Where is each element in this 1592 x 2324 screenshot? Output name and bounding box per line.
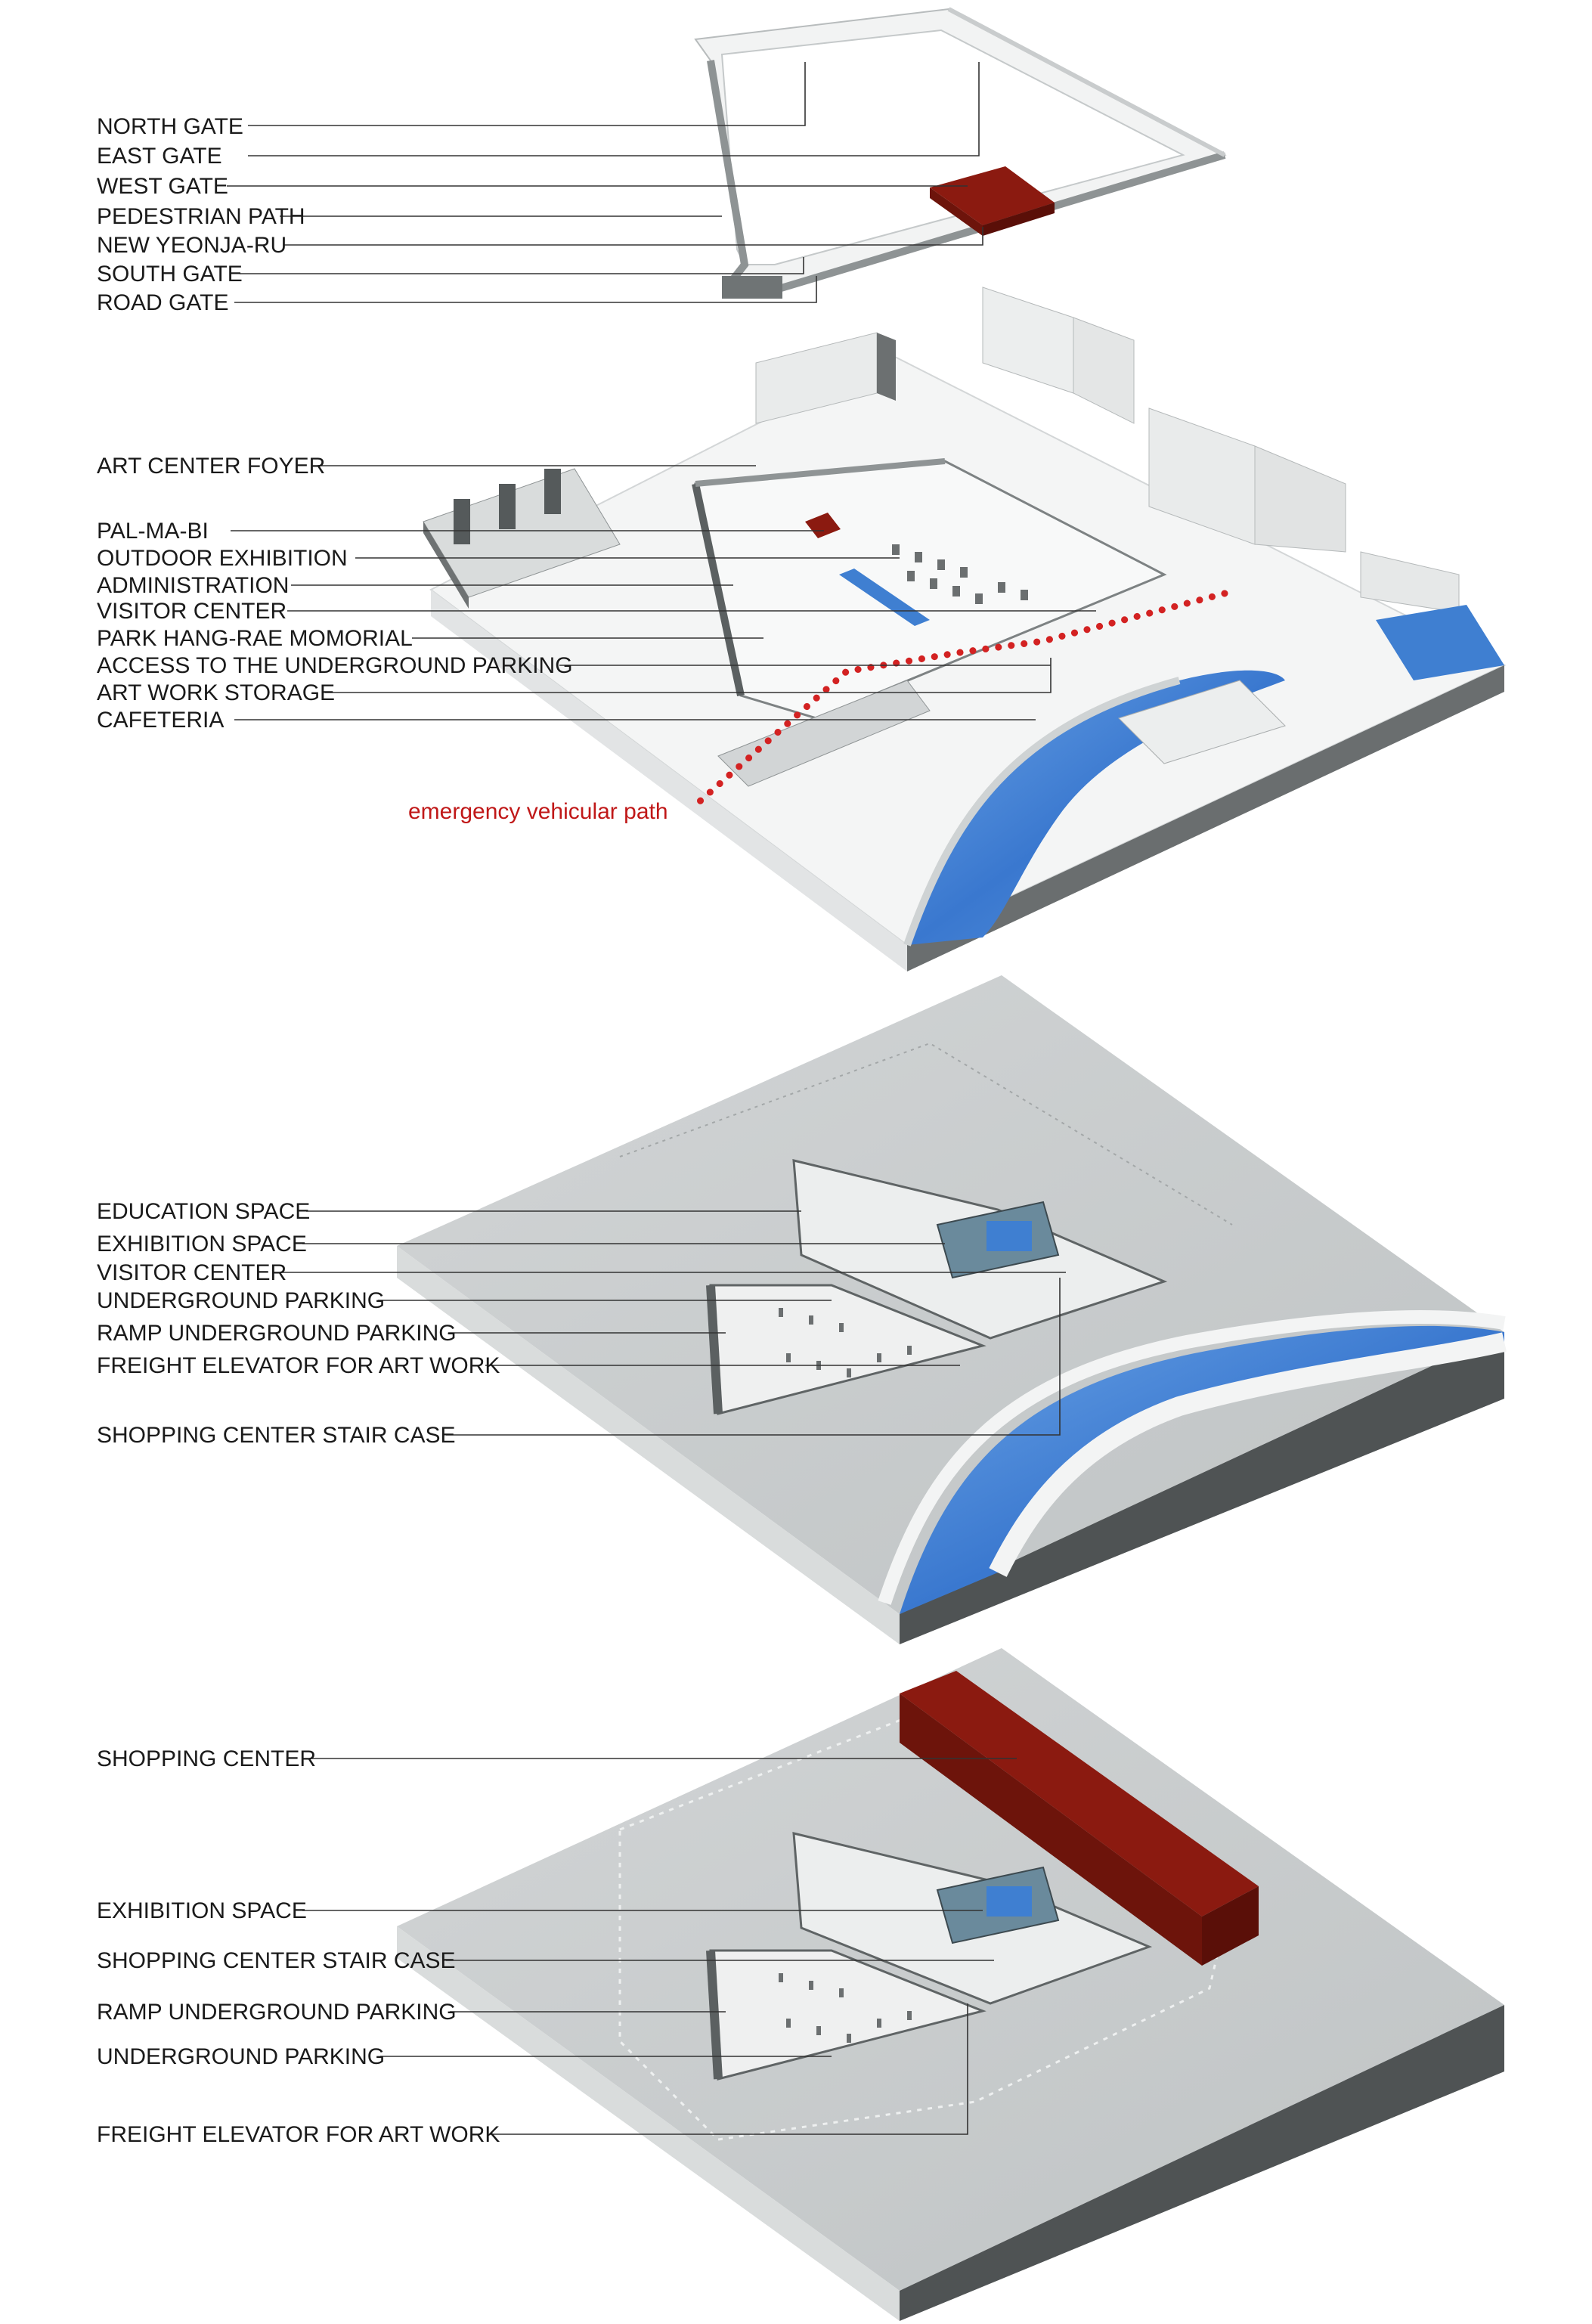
wall-layer	[694, 7, 1227, 299]
shopping-center-block	[900, 1671, 1259, 1917]
label-pedestrian-path: PEDESTRIAN PATH	[97, 204, 305, 229]
basement2-layer	[397, 1648, 1504, 2321]
label-underground-parking-b2: UNDERGROUND PARKING	[97, 2044, 385, 2069]
road-gate-block	[722, 276, 782, 299]
label-south-gate: SOUTH GATE	[97, 262, 243, 287]
label-access-underground-parking: ACCESS TO THE UNDERGROUND PARKING	[97, 653, 573, 678]
label-west-gate: WEST GATE	[97, 174, 228, 199]
wall-labels: NORTH GATE EAST GATE WEST GATE PEDESTRIA…	[97, 114, 305, 315]
label-art-center-foyer: ART CENTER FOYER	[97, 454, 325, 479]
basement2-labels: SHOPPING CENTER EXHIBITION SPACE SHOPPIN…	[97, 1746, 500, 2147]
label-north-gate: NORTH GATE	[97, 114, 243, 139]
ground-layer	[423, 287, 1507, 971]
ground-base-right	[907, 665, 1504, 971]
river	[907, 670, 1285, 945]
label-administration: ADMINISTRATION	[97, 573, 289, 598]
basement1-river	[900, 1325, 1504, 1614]
label-park-hang-rae-memorial: PARK HANG-RAE MOMORIAL	[97, 626, 413, 651]
basement1-slab-left-side	[397, 1246, 900, 1644]
basement2-slab-left-side	[397, 1926, 900, 2321]
label-east-gate: EAST GATE	[97, 144, 222, 169]
label-freight-elevator-b2: FREIGHT ELEVATOR FOR ART WORK	[97, 2122, 500, 2147]
label-outdoor-exhibition: OUTDOOR EXHIBITION	[97, 546, 348, 571]
label-art-work-storage: ART WORK STORAGE	[97, 680, 335, 705]
label-education-space: EDUCATION SPACE	[97, 1199, 310, 1224]
emergency-vehicular-path	[692, 590, 1228, 809]
label-cafeteria: CAFETERIA	[97, 708, 224, 733]
basement1-labels: EDUCATION SPACE EXHIBITION SPACE VISITOR…	[97, 1199, 500, 1448]
label-underground-parking-b1: UNDERGROUND PARKING	[97, 1288, 385, 1313]
ground-base-front	[431, 590, 907, 971]
leader-lines	[227, 62, 1096, 2135]
label-ramp-underground-parking-b1: RAMP UNDERGROUND PARKING	[97, 1321, 457, 1346]
label-emergency-vehicular-path: emergency vehicular path	[408, 799, 668, 824]
ground-labels: ART CENTER FOYER PAL-MA-BI OUTDOOR EXHIB…	[97, 454, 668, 824]
pal-ma-bi-pavilion	[805, 513, 841, 538]
label-freight-elevator-b1: FREIGHT ELEVATOR FOR ART WORK	[97, 1353, 500, 1378]
label-visitor-center: VISITOR CENTER	[97, 599, 286, 624]
basement1-slab-right-side	[900, 1332, 1504, 1644]
label-road-gate: ROAD GATE	[97, 290, 228, 315]
label-shopping-center: SHOPPING CENTER	[97, 1746, 316, 1771]
label-shopping-center-stair-case-b1: SHOPPING CENTER STAIR CASE	[97, 1423, 456, 1448]
label-exhibition-space-b1: EXHIBITION SPACE	[97, 1232, 307, 1257]
west-gate-pavilion	[930, 166, 1055, 225]
label-ramp-underground-parking-b2: RAMP UNDERGROUND PARKING	[97, 2000, 457, 2025]
label-pal-ma-bi: PAL-MA-BI	[97, 519, 209, 544]
fortress-wall-inner-void	[720, 29, 1185, 265]
label-visitor-center-b1: VISITOR CENTER	[97, 1260, 286, 1285]
label-exhibition-space-b2: EXHIBITION SPACE	[97, 1898, 307, 1923]
label-shopping-center-stair-case-b2: SHOPPING CENTER STAIR CASE	[97, 1948, 456, 1973]
basement1-layer	[397, 975, 1507, 1644]
label-new-yeonja-ru: NEW YEONJA-RU	[97, 233, 286, 258]
basement2-slab-right-side	[900, 2005, 1504, 2321]
